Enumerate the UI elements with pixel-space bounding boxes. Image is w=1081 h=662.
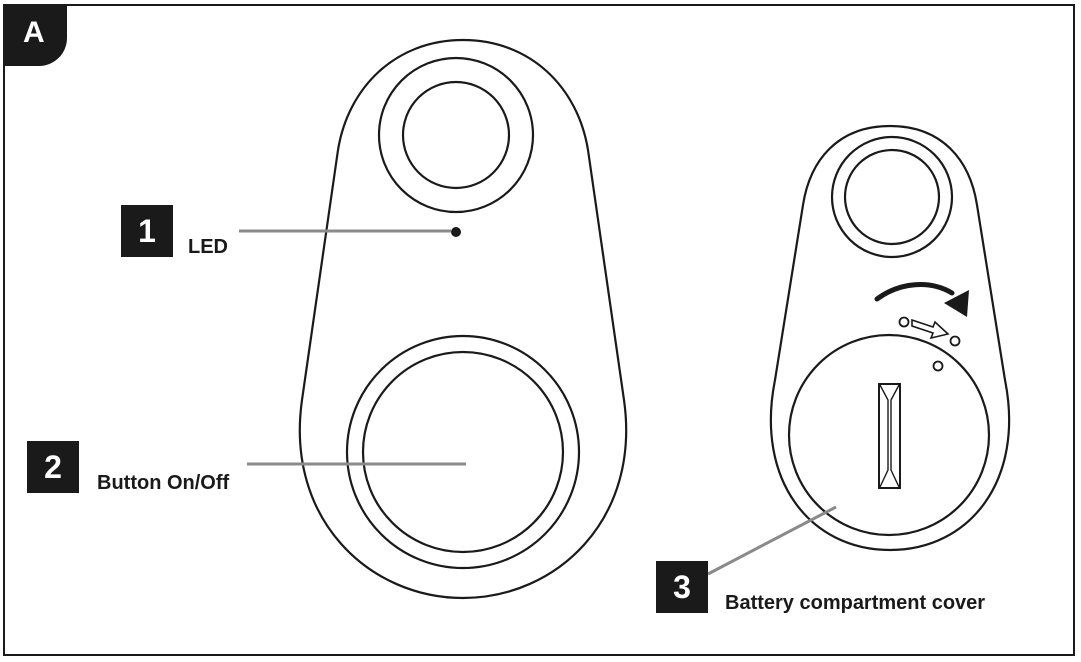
front-top-ring-outer — [377, 56, 535, 214]
led-dot — [451, 227, 461, 237]
front-top-ring-inner — [401, 80, 511, 190]
leader-line-3 — [707, 505, 837, 576]
rear-device-outline — [769, 124, 1011, 552]
direction-arrow-icon — [911, 318, 950, 340]
rotation-arrow-icon — [874, 282, 955, 302]
cover-marker-circle — [932, 360, 944, 372]
panel-letter-tab: A — [3, 4, 67, 66]
callout-number-1: 1 — [121, 205, 173, 257]
open-marker-circle — [898, 316, 910, 328]
battery-cover-circle — [787, 333, 991, 537]
front-device-outline — [298, 38, 628, 600]
figure-frame — [3, 4, 1075, 656]
button-ring-inner — [361, 350, 565, 554]
rear-top-ring-outer — [830, 135, 954, 259]
rotation-arrowhead-icon — [944, 290, 969, 317]
battery-cover-slot-detail — [879, 384, 900, 488]
button-ring-outer — [345, 334, 581, 570]
callout-number-3: 3 — [656, 561, 708, 613]
lock-marker-circle — [949, 335, 961, 347]
callout-label-battery-cover: Battery compartment cover — [725, 592, 986, 614]
rear-top-ring-inner — [843, 148, 941, 246]
callout-number-2: 2 — [27, 441, 79, 493]
battery-cover-slot — [878, 383, 901, 489]
callout-label-led: LED — [188, 236, 228, 258]
callout-label-button: Button On/Off — [97, 472, 230, 494]
